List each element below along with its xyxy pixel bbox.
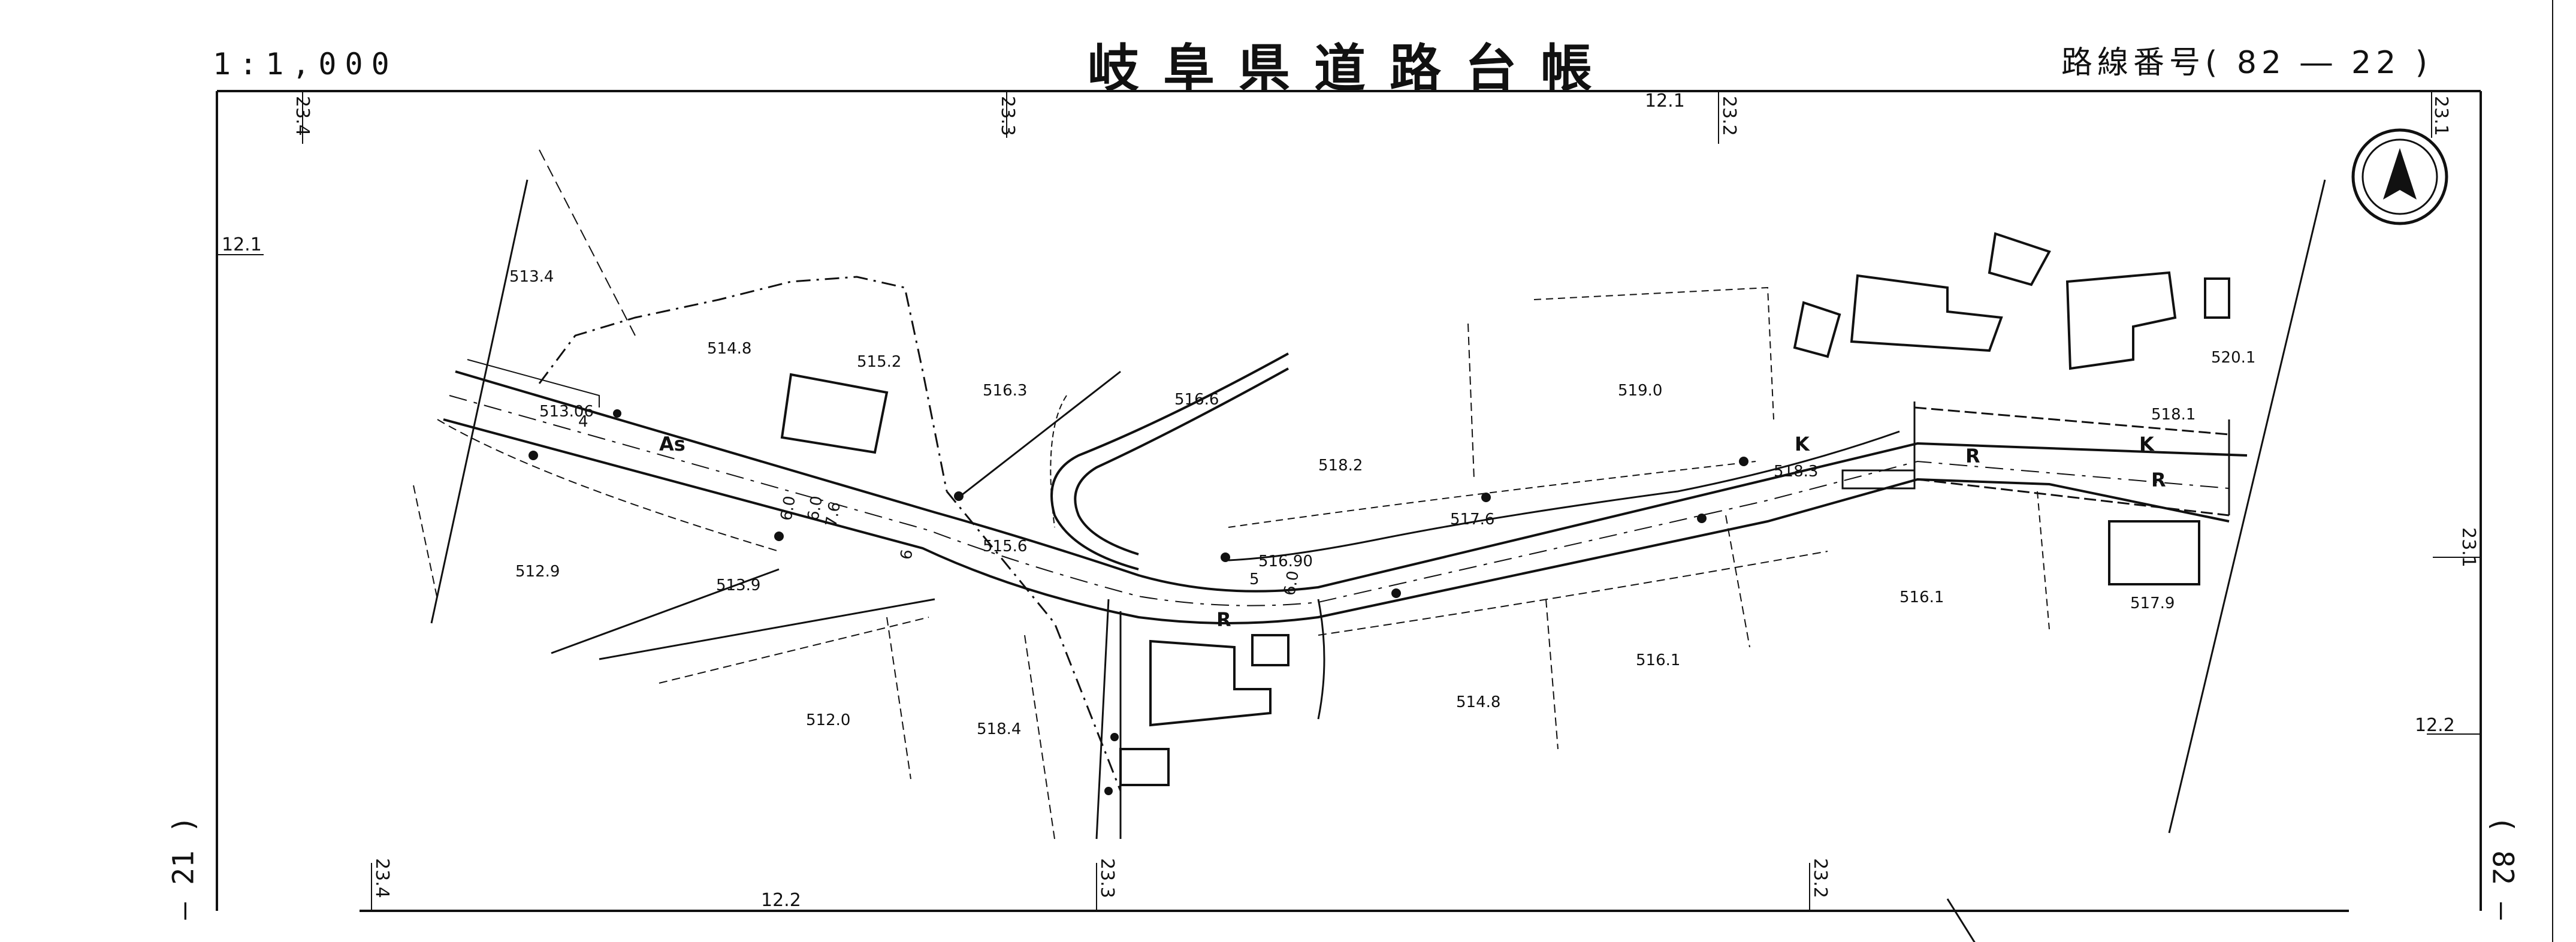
elevation-label: 515.2 bbox=[857, 353, 901, 371]
width-mark: 7.6 bbox=[822, 500, 844, 528]
width-mark: 6.0 bbox=[804, 494, 826, 522]
route-number: 路線番号( 82 ― 22 ) bbox=[2061, 45, 2433, 81]
elevation-label: 513.06 bbox=[539, 403, 594, 421]
elevation-label: 513.9 bbox=[716, 576, 760, 594]
edge-label: 23.2 bbox=[1810, 858, 1831, 898]
survey-points bbox=[529, 409, 1748, 795]
elevation-labels: 513.4 514.8 515.2 516.3 516.6 518.2 519.… bbox=[509, 268, 2255, 738]
grid-ticks bbox=[217, 90, 2481, 911]
elevation-label: 516.6 bbox=[1174, 391, 1219, 409]
edge-label: 12.2 bbox=[761, 890, 801, 911]
elevation-label: 518.2 bbox=[1318, 457, 1363, 475]
branch-road bbox=[1050, 352, 1900, 570]
elevation-label: 518.3 bbox=[1774, 463, 1818, 481]
edge-label: 23.3 bbox=[997, 96, 1018, 136]
elevation-label: 516.1 bbox=[1899, 588, 1944, 606]
elevation-label: 516.3 bbox=[983, 382, 1027, 400]
elevation-label: 513.4 bbox=[509, 268, 554, 286]
edge-label: 23.1 bbox=[2430, 96, 2451, 136]
north-arrow-icon bbox=[2351, 128, 2448, 225]
edge-label: 23.2 bbox=[1719, 96, 1740, 136]
edge-label: 12.2 bbox=[2415, 715, 2455, 736]
rail-r-mark: R bbox=[2151, 469, 2166, 491]
elevation-label: 518.4 bbox=[977, 720, 1021, 738]
elevation-label: 518.1 bbox=[2151, 406, 2196, 424]
embankment-hatching bbox=[413, 149, 2050, 840]
edge-labels: 23.4 23.3 12.1 23.2 23.1 12.1 23.1 12.2 … bbox=[222, 90, 2479, 911]
elevation-label: 519.0 bbox=[1618, 382, 1662, 400]
bridge-structures bbox=[1841, 401, 2230, 517]
width-mark: 6.0 bbox=[1281, 569, 1303, 597]
surface-as-mark: As bbox=[659, 433, 685, 455]
width-mark: 6.0 bbox=[777, 494, 799, 522]
edge-label: 23.1 bbox=[2458, 527, 2479, 567]
edge-label: 12.1 bbox=[1645, 90, 1685, 111]
curb-k-mark: K bbox=[1795, 433, 1810, 455]
map-frame bbox=[216, 0, 2553, 942]
edge-label: 23.3 bbox=[1097, 858, 1118, 898]
map-scale: 1:1,000 bbox=[213, 47, 398, 81]
curb-k-mark: K bbox=[2139, 433, 2155, 455]
elevation-label: 520.1 bbox=[2211, 349, 2255, 367]
side-roads bbox=[430, 179, 2326, 942]
elevation-label: 514.8 bbox=[1456, 693, 1500, 711]
width-mark: 4 bbox=[578, 413, 588, 431]
edge-label: 12.1 bbox=[222, 234, 262, 255]
elevation-label: 516.90 bbox=[1258, 552, 1313, 570]
elevation-label: 516.1 bbox=[1636, 651, 1680, 669]
edge-label: 23.4 bbox=[292, 96, 313, 136]
elevation-label: 515.6 bbox=[983, 538, 1027, 555]
elevation-label: 512.9 bbox=[515, 563, 560, 581]
rail-r-mark: R bbox=[1965, 445, 1980, 467]
page-title: 岐阜県道路台帳 bbox=[1088, 38, 1616, 99]
main-road bbox=[443, 370, 2248, 624]
edge-label: 23.4 bbox=[372, 858, 392, 898]
boundary-lines bbox=[538, 276, 1122, 792]
width-mark: 5 bbox=[1249, 570, 1260, 588]
rail-r-mark: R bbox=[1216, 608, 1231, 631]
elevation-label: 517.9 bbox=[2130, 594, 2175, 612]
width-mark: 6 bbox=[897, 548, 916, 561]
elevation-label: 517.6 bbox=[1450, 511, 1494, 529]
road-marks: As K K R R R 6.0 7.6 6.0 5 6.0 6 4 bbox=[578, 413, 2166, 631]
elevation-label: 514.8 bbox=[707, 340, 751, 358]
elevation-label: 512.0 bbox=[806, 711, 850, 729]
buildings bbox=[780, 232, 2230, 786]
